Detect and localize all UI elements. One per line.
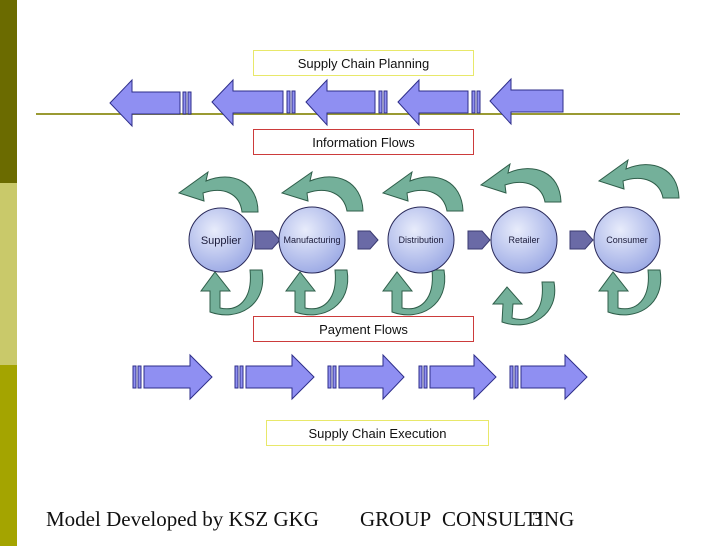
cycle-arrow-bottom-3 xyxy=(382,269,446,316)
right-arrow-1 xyxy=(132,353,213,401)
cycle-arrow-bottom-1 xyxy=(200,269,264,316)
cycle-arrow-bottom-2 xyxy=(285,269,349,316)
connector-4 xyxy=(569,230,594,250)
footer-credit: Model Developed by KSZ GKG xyxy=(46,507,319,532)
left-arrow-4 xyxy=(397,78,481,127)
node-manufacturing: Manufacturing xyxy=(278,206,346,274)
cycle-arrow-bottom-5 xyxy=(598,269,662,316)
right-arrow-4 xyxy=(418,353,497,401)
node-supplier: Supplier xyxy=(188,207,254,273)
node-connectors xyxy=(254,230,594,250)
right-arrow-5 xyxy=(509,353,588,401)
cycle-arrow-top-3 xyxy=(381,170,464,212)
connector-2 xyxy=(357,230,379,250)
node-consumer: Consumer xyxy=(593,206,661,274)
cycle-arrow-bottom-4 xyxy=(491,281,556,326)
node-label-consumer: Consumer xyxy=(606,235,648,245)
footer-group: GROUP xyxy=(360,507,432,531)
label-payment-flows: Payment Flows xyxy=(253,316,474,342)
node-label-retailer: Retailer xyxy=(508,235,539,245)
divider-line xyxy=(36,113,680,115)
cycle-arrow-top-5 xyxy=(597,158,680,199)
right-arrow-3 xyxy=(327,353,405,401)
connector-1 xyxy=(254,230,281,250)
sidebar-segment-mid xyxy=(0,365,17,546)
label-information-flows: Information Flows xyxy=(253,129,474,155)
cycle-arrow-top-4 xyxy=(479,162,562,203)
node-retailer: Retailer xyxy=(490,206,558,274)
left-arrow-5 xyxy=(489,77,564,126)
node-label-manufacturing: Manufacturing xyxy=(283,235,340,245)
sidebar-segment-dark xyxy=(0,0,17,183)
left-arrow-2 xyxy=(211,78,296,127)
sidebar-decoration xyxy=(0,0,17,546)
node-label-distribution: Distribution xyxy=(398,235,443,245)
node-label-supplier: Supplier xyxy=(201,235,242,247)
planning-arrow-row xyxy=(109,77,564,128)
left-arrow-3 xyxy=(305,78,388,127)
page-number: 3 xyxy=(532,507,543,531)
footer-consulting: CONSULTING xyxy=(442,507,575,531)
payment-cycle-arrows xyxy=(200,269,662,326)
sidebar-segment-light xyxy=(0,183,17,365)
label-supply-chain-planning: Supply Chain Planning xyxy=(253,50,474,76)
label-supply-chain-execution: Supply Chain Execution xyxy=(266,420,489,446)
right-arrow-2 xyxy=(234,353,315,401)
node-distribution: Distribution xyxy=(387,206,455,274)
connector-3 xyxy=(467,230,491,250)
cycle-arrow-top-2 xyxy=(280,170,364,212)
footer-left-text: Model Developed by KSZ GKG xyxy=(46,507,319,531)
information-cycle-arrows xyxy=(177,158,680,213)
execution-arrow-row xyxy=(132,353,588,401)
cycle-arrow-top-1 xyxy=(177,170,259,213)
left-arrow-1 xyxy=(109,78,192,128)
